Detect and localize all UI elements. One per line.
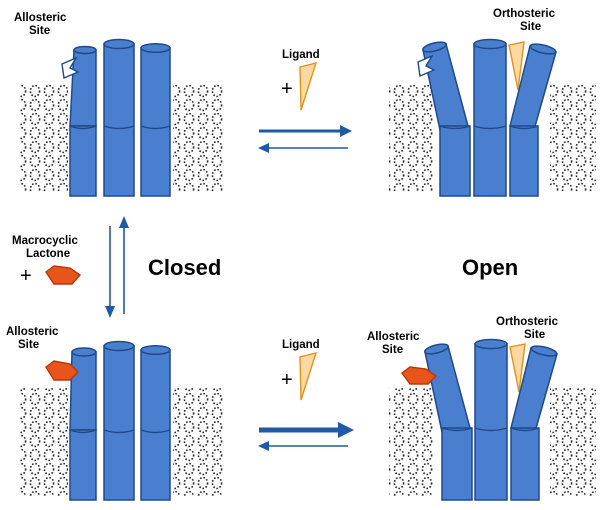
equilibrium-top: Ligand + <box>258 49 352 153</box>
orthosteric-site-label-line1: Orthosteric <box>493 8 556 20</box>
allosteric-site-label-line2: Site <box>382 344 403 356</box>
ligand-icon <box>299 352 318 401</box>
membrane-right <box>550 85 596 192</box>
allosteric-site-label-line1: Allosteric <box>6 326 59 338</box>
helix-1 <box>61 45 97 197</box>
orthosteric-site-label-line2: Site <box>524 329 545 341</box>
membrane-left <box>20 85 68 192</box>
bound-ligand-icon <box>509 343 526 393</box>
ligand-label: Ligand <box>282 339 320 351</box>
reverse-arrowhead <box>258 143 269 153</box>
helix-2 <box>103 340 135 501</box>
membrane-right <box>550 388 596 496</box>
helix-3 <box>510 345 558 501</box>
allosteric-site-label-line2: Site <box>29 25 50 37</box>
ligand-label: Ligand <box>282 49 320 61</box>
helix-3 <box>509 43 557 197</box>
ligand-icon <box>299 62 318 111</box>
forward-arrowhead <box>338 422 354 438</box>
allosteric-notch <box>417 54 436 78</box>
plus-sign: + <box>281 369 293 391</box>
helix-1 <box>417 41 471 197</box>
plus-sign: + <box>281 78 293 100</box>
orthosteric-site-label-line2: Site <box>520 21 541 33</box>
bound-lactone-icon <box>45 360 79 381</box>
membrane-right <box>173 85 223 192</box>
equilibrium-bottom: Ligand + <box>258 339 354 451</box>
allosteric-site-label-line1: Allosteric <box>367 331 420 343</box>
reverse-arrowhead <box>258 441 269 451</box>
helix-2 <box>473 38 507 197</box>
helix-2 <box>474 338 508 501</box>
membrane-right <box>173 388 223 496</box>
helix-1 <box>424 343 473 501</box>
helix-3 <box>140 42 171 197</box>
membrane-left <box>389 388 435 496</box>
membrane-left <box>20 388 68 496</box>
closed-label: Closed <box>148 255 221 280</box>
helix-3 <box>140 344 171 501</box>
macrocyclic-lactone-label-line1: Macrocyclic <box>12 235 78 247</box>
bound-lactone-icon <box>401 366 438 385</box>
down-arrowhead <box>105 306 115 318</box>
membrane-left <box>389 85 435 192</box>
up-arrowhead <box>119 216 129 228</box>
orthosteric-site-label-line1: Orthosteric <box>496 316 559 328</box>
bound-ligand-icon <box>508 41 525 91</box>
allosteric-notch <box>61 56 80 80</box>
macrocyclic-lactone-label-line2: Lactone <box>26 248 70 260</box>
forward-arrowhead <box>340 125 352 137</box>
helix-2 <box>103 38 135 197</box>
allosteric-site-label-line1: Allosteric <box>14 12 67 24</box>
plus-sign: + <box>20 265 32 287</box>
open-label: Open <box>462 255 518 280</box>
allosteric-site-label-line2: Site <box>18 339 39 351</box>
lactone-icon <box>45 265 82 285</box>
